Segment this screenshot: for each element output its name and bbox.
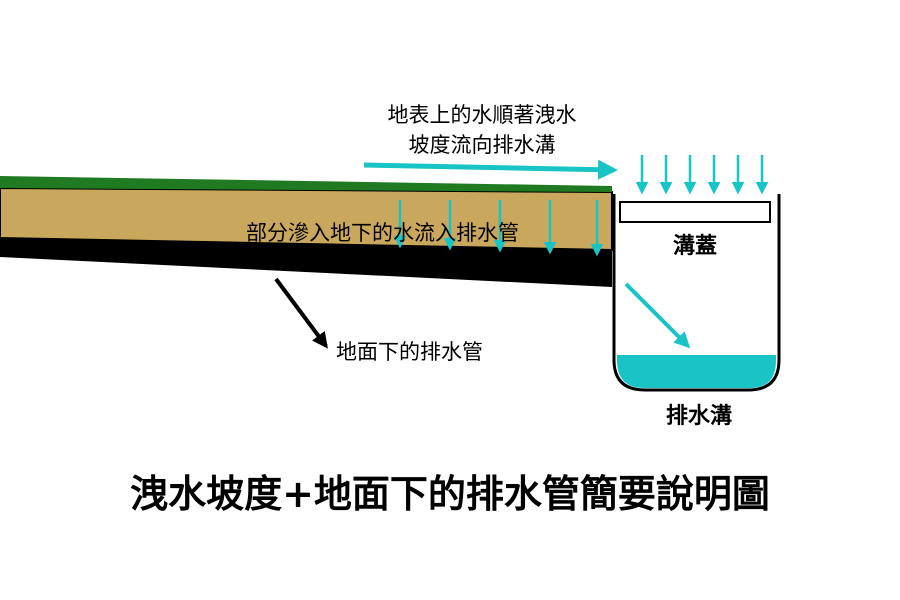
seepage-arrows xyxy=(393,200,604,257)
surface-flow-label-line2: 坡度流向排水溝 xyxy=(409,133,556,157)
rain-arrows xyxy=(635,155,769,195)
pipe-label: 地面下的排水管 xyxy=(336,340,483,364)
pipe-pointer-arrow xyxy=(274,277,328,349)
diagram-title: 洩水坡度+地面下的排水管簡要說明圖 xyxy=(130,472,770,516)
grass-surface xyxy=(0,176,612,192)
ditch-water xyxy=(617,355,776,388)
surface-flow-label-line1: 地表上的水順著洩水 xyxy=(388,103,577,127)
ditch-inflow-arrow xyxy=(624,282,691,349)
seepage-label: 部分滲入地下的水流入排水管 xyxy=(246,221,519,245)
ditch-cover xyxy=(619,201,771,223)
cover-label: 溝蓋 xyxy=(673,233,717,259)
surface-flow-arrow xyxy=(363,159,618,180)
ditch-label: 排水溝 xyxy=(666,403,732,429)
underground-pipe-layer xyxy=(0,236,612,287)
drainage-ditch xyxy=(612,194,781,392)
soil-layer xyxy=(0,186,613,252)
